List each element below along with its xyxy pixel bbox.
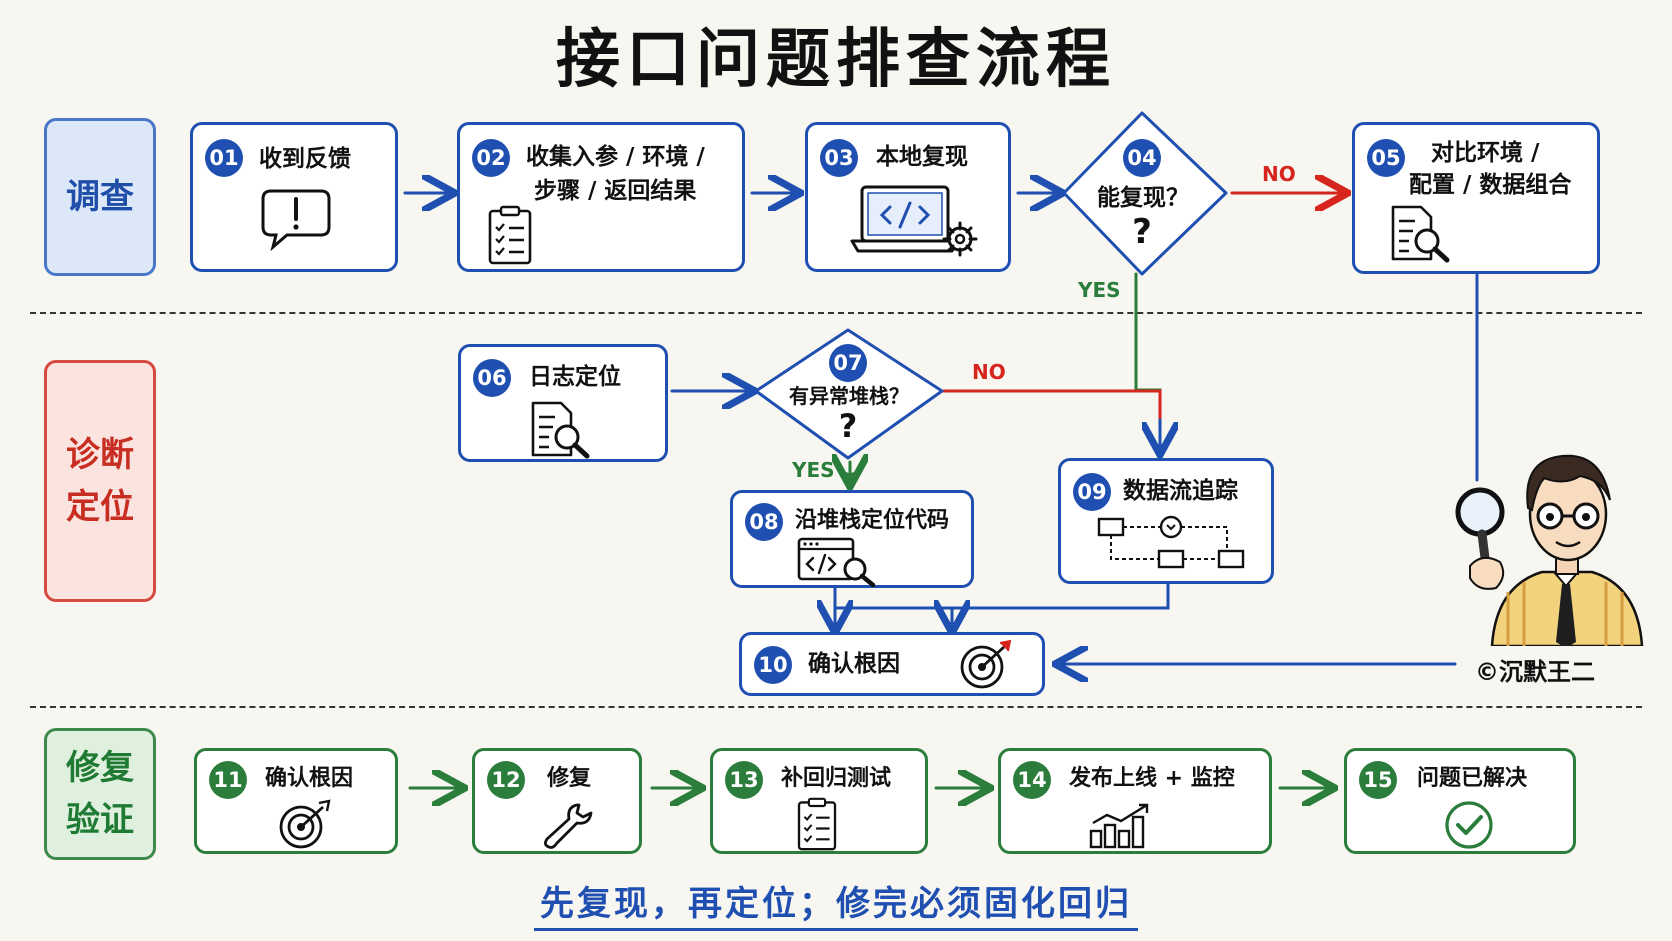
step-number: 15 [1359,761,1397,799]
step-03-box[interactable]: 03 本地复现 [805,122,1011,272]
branch-no-label: NO [972,360,1006,384]
decision-diamond-07 [754,328,944,460]
lane-label-text: 诊断 [66,435,134,475]
step-number: 11 [209,761,247,799]
step-09-box[interactable]: 09 数据流追踪 [1058,458,1274,584]
step-label: 发布上线 + 监控 [1069,766,1235,791]
branch-yes-label: YES ↓ [792,458,859,482]
decision-label[interactable]: 能复现？ [1097,185,1189,211]
decision-diamond-04 [1062,111,1228,276]
clipboard-checklist-icon [797,797,837,851]
wrench-icon [544,803,593,849]
detective-avatar-icon [1455,454,1644,646]
branch-no-label: NO [1262,162,1296,186]
bar-chart-up-icon [1089,803,1149,849]
step-06-box[interactable]: 06 日志定位 [458,344,668,462]
step-label: 修复 [547,766,592,791]
step-01-box[interactable]: 01 收到反馈 [190,122,398,272]
step-label: 补回归测试 [781,766,892,791]
arrow-07-09-no [942,389,1162,454]
branch-yes-label: YES [1078,278,1121,302]
step-label: 确认根因 [808,651,900,677]
clipboard-checklist-icon [488,205,532,265]
code-window-search-icon [797,537,876,587]
step-number: 13 [725,761,763,799]
decision-label[interactable]: 有异常堆栈？ [789,384,909,408]
step-label-line2: 配置 / 数据组合 [1409,172,1572,198]
copyright-text: ©沉默王二 [1475,658,1595,686]
document-search-icon [531,401,590,459]
target-icon [279,799,331,849]
data-flow-icon [1097,515,1245,569]
lane-label-text: 修复 [66,748,134,788]
step-number: 10 [754,646,792,684]
laptop-code-gear-icon [850,185,978,257]
step-number: 04 [1123,139,1161,177]
step-label: 沿堆栈定位代码 [795,508,950,533]
step-number: 01 [205,139,243,177]
step-number: 05 [1367,139,1405,177]
step-number: 14 [1013,761,1051,799]
step-label-line2: 步骤 / 返回结果 [534,178,697,204]
footer-summary: 先复现，再定位；修完必须固化回归 [0,876,1672,931]
step-15-box[interactable]: 15 问题已解决 [1344,748,1576,854]
document-search-icon [1391,205,1450,263]
arrow-08-09-merge [833,580,1170,610]
lane-label-diagnose: 诊断 定位 [44,360,156,602]
step-number: 09 [1073,473,1111,511]
step-14-box[interactable]: 14 发布上线 + 监控 [998,748,1272,854]
step-label: 数据流追踪 [1123,478,1238,504]
step-11-box[interactable]: 11 确认根因 [194,748,398,854]
page-title: 接口问题排查流程 [556,23,1116,97]
lane-separator [30,312,1642,314]
step-13-box[interactable]: 13 补回归测试 [710,748,928,854]
step-label: 问题已解决 [1417,766,1528,791]
step-number: 12 [487,761,525,799]
step-number: 03 [820,139,858,177]
step-05-box[interactable]: 05 对比环境 / 配置 / 数据组合 [1352,122,1600,274]
lane-label-fix: 修复 验证 [44,728,156,860]
step-label: 本地复现 [876,144,968,170]
step-08-box[interactable]: 08 沿堆栈定位代码 [730,490,974,588]
target-icon [960,639,1012,689]
lane-label-text: 定位 [66,487,134,527]
lane-separator [30,706,1642,708]
step-number: 08 [745,503,783,541]
footer-text: 先复现，再定位；修完必须固化回归 [534,884,1138,931]
check-circle-icon [1445,801,1493,849]
step-label: 确认根因 [265,766,354,791]
step-label: 日志定位 [529,364,621,390]
lane-label-text: 调查 [66,177,134,217]
step-12-box[interactable]: 12 修复 [472,748,642,854]
arrow-04-09-yes [1134,272,1162,454]
lane-label-investigate: 调查 [44,118,156,276]
step-label-line1: 收集入参 / 环境 / [526,144,705,170]
lane-label-text: 验证 [66,800,134,840]
question-mark-icon: ? [838,407,858,445]
step-number: 07 [829,344,867,382]
step-10-box[interactable]: 10 确认根因 [739,632,1045,696]
step-label-line1: 对比环境 / [1431,140,1540,166]
step-number: 06 [473,359,511,397]
step-02-box[interactable]: 02 收集入参 / 环境 / 步骤 / 返回结果 [457,122,745,272]
exclamation-bubble-icon [261,189,331,252]
step-number: 02 [472,139,510,177]
question-mark-icon: ? [1132,212,1152,252]
step-label: 收到反馈 [259,146,351,172]
